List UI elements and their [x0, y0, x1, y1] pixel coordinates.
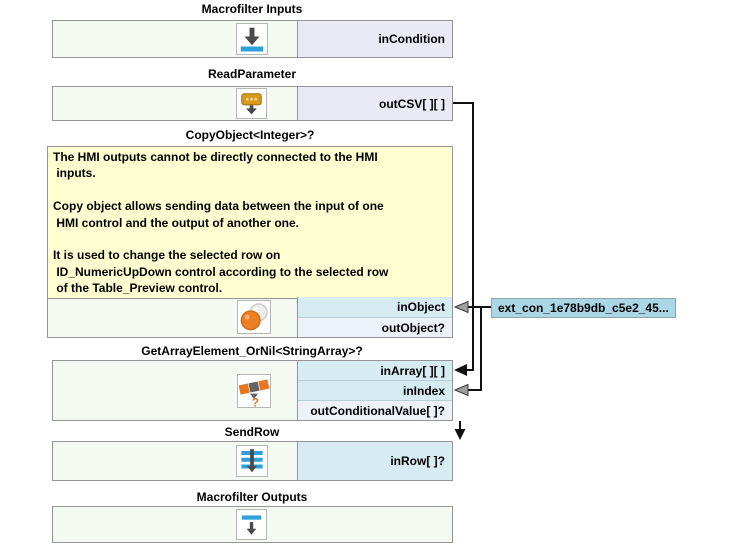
- block-title-macrofilter-outputs: Macrofilter Outputs: [196, 490, 308, 504]
- port-outcsv[interactable]: outCSV[ ][ ]: [298, 87, 452, 120]
- send-row-icon: [236, 445, 268, 477]
- filter-block-read-parameter[interactable]: outCSV[ ][ ]: [52, 86, 453, 121]
- filter-block-macrofilter-inputs[interactable]: inCondition: [52, 20, 453, 58]
- filter-block-send-row[interactable]: inRow[ ]?: [52, 441, 453, 481]
- block-title-read-parameter: ReadParameter: [207, 67, 297, 81]
- copy-object-icon: [237, 300, 271, 334]
- connection-extcon-to-inobject[interactable]: [453, 300, 491, 314]
- block-title-get-array-element: GetArrayElement_OrNil<StringArray>?: [141, 344, 363, 358]
- filter-block-macrofilter-outputs[interactable]: [52, 506, 453, 543]
- macrofilter-input-icon: [236, 23, 268, 55]
- comment-text[interactable]: The HMI outputs cannot be directly conne…: [48, 147, 452, 299]
- filter-block-copy-object[interactable]: The HMI outputs cannot be directly conne…: [47, 146, 453, 338]
- port-inrow[interactable]: inRow[ ]?: [298, 442, 452, 480]
- port-inindex[interactable]: inIndex: [298, 381, 452, 401]
- external-connection-label[interactable]: ext_con_1e78b9db_c5e2_45...: [491, 298, 676, 318]
- solid-arrow-icon: [454, 364, 467, 376]
- filter-block-get-array-element[interactable]: ? inArray[ ][ ] inIndex outConditionalVa…: [52, 360, 453, 421]
- connection-outcsv-to-inarray[interactable]: [453, 102, 474, 376]
- port-outobject[interactable]: outObject?: [298, 318, 452, 337]
- port-outconditionalvalue[interactable]: outConditionalValue[ ]?: [298, 401, 452, 420]
- port-inarray[interactable]: inArray[ ][ ]: [298, 361, 452, 381]
- hollow-arrow-icon: [453, 383, 469, 397]
- connection-extcon-to-inindex[interactable]: [453, 306, 482, 397]
- block-title-send-row: SendRow: [224, 425, 280, 439]
- svg-text:?: ?: [252, 395, 259, 407]
- port-incondition[interactable]: inCondition: [298, 21, 452, 57]
- read-parameter-icon: [236, 88, 267, 119]
- block-title-macrofilter-inputs: Macrofilter Inputs: [201, 2, 303, 16]
- get-array-element-icon: ?: [237, 374, 271, 408]
- port-inobject[interactable]: inObject: [298, 297, 452, 318]
- solid-arrow-icon: [454, 429, 466, 440]
- hollow-arrow-icon: [453, 300, 469, 314]
- macrofilter-output-icon: [236, 509, 267, 540]
- block-title-copy-object: CopyObject<Integer>?: [185, 128, 315, 142]
- connection-outconditionalvalue-to-inrow[interactable]: [454, 421, 466, 440]
